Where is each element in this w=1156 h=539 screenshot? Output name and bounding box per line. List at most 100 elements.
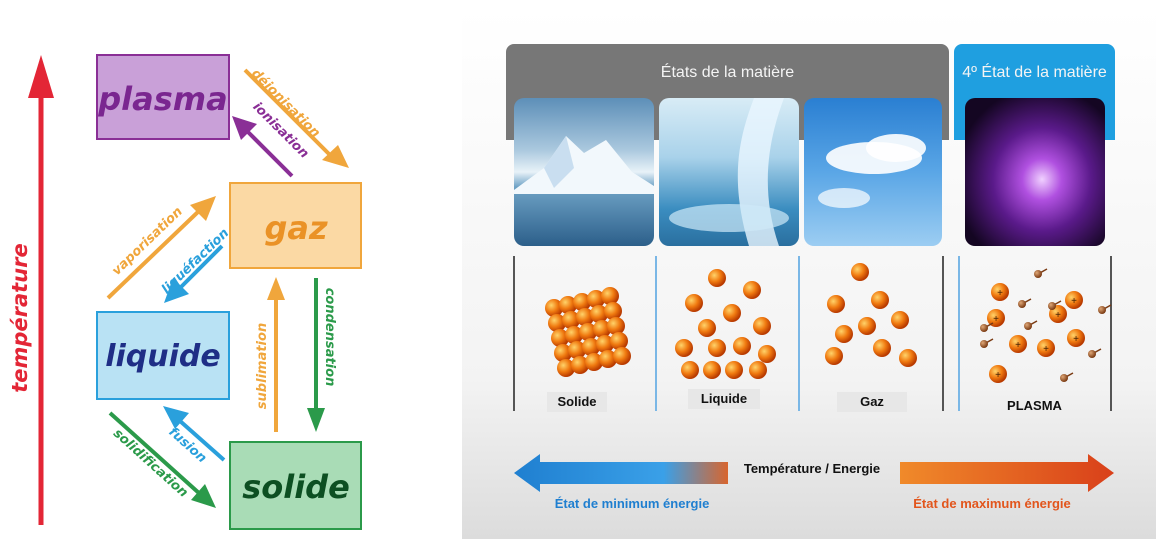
liquid-particle (749, 361, 767, 379)
plasma-ion (989, 365, 1007, 383)
arrow-vaporisation (106, 196, 216, 300)
gas-particles (825, 263, 917, 367)
plus-sign: + (995, 370, 1001, 381)
axis-label: température (8, 243, 32, 393)
solid-particle (585, 353, 603, 371)
label-sublimation: sublimation (255, 323, 270, 409)
plasma-electron (980, 340, 988, 348)
solid-particle (562, 311, 580, 329)
liquid-particle (743, 281, 761, 299)
plus-sign: + (1015, 340, 1021, 351)
gas-particle (891, 311, 909, 329)
solid-particle (573, 293, 591, 311)
plus-sign: + (993, 314, 999, 325)
plus-sign: + (1071, 296, 1077, 307)
liquid-particle (698, 319, 716, 337)
liquid-particle (703, 361, 721, 379)
plasma-ion (987, 309, 1005, 327)
separator-5 (958, 256, 960, 411)
separator-2 (655, 256, 657, 411)
solid-particle (604, 302, 622, 320)
solid-particle (559, 296, 577, 314)
plasma-electron (1048, 302, 1056, 310)
axis-arrowhead-icon (28, 55, 54, 98)
arrow-condensation (307, 278, 325, 432)
plasma-electron (1018, 300, 1026, 308)
solid-particle (576, 308, 594, 326)
label-liquide: Liquide (688, 389, 760, 409)
gas-particle (835, 325, 853, 343)
solid-particle (599, 350, 617, 368)
liquid-particle (685, 294, 703, 312)
liquid-particle (723, 304, 741, 322)
min-energy-arrow (514, 454, 728, 492)
header-plasma-title: 4º État de la matière (962, 64, 1107, 81)
plasma-ion (1067, 329, 1085, 347)
max-energy-label: État de maximum énergie (913, 496, 1071, 511)
label-fusion: fusion (165, 425, 209, 466)
state-liquide: liquide (96, 311, 230, 400)
arrow-sublimation (267, 277, 285, 432)
liquid-particle (758, 345, 776, 363)
max-energy-arrow (900, 454, 1114, 492)
solid-particle (551, 329, 569, 347)
plasma-ion (1009, 335, 1027, 353)
plasma-ion (991, 283, 1009, 301)
state-plasma-label: plasma (97, 80, 227, 118)
liquid-particle (675, 339, 693, 357)
solid-particle (579, 323, 597, 341)
plasma-electron (1034, 270, 1042, 278)
sky-clouds-image (804, 98, 942, 246)
liquid-particle (708, 269, 726, 287)
liquid-particle (753, 317, 771, 335)
plasma-electron (1088, 350, 1096, 358)
solid-particle (607, 317, 625, 335)
liquid-particle (708, 339, 726, 357)
gas-particle (825, 347, 843, 365)
solid-particle (548, 314, 566, 332)
label-gaz: Gaz (837, 392, 907, 412)
solid-particle (596, 335, 614, 353)
arrow-deionisation (243, 68, 349, 168)
liquid-particles (675, 269, 776, 379)
min-energy-label: État de minimum énergie (554, 496, 710, 511)
galaxy-image (965, 98, 1105, 246)
solid-particle (610, 332, 628, 350)
header-states-title: États de la matière (660, 64, 795, 81)
gas-particle (827, 295, 845, 313)
gas-particle (899, 349, 917, 367)
plus-sign: + (997, 288, 1003, 299)
state-solide-label: solide (242, 468, 350, 506)
plasma-electron (980, 324, 988, 332)
gas-particle (873, 339, 891, 357)
solid-particle (565, 326, 583, 344)
plasma-ion (1065, 291, 1083, 309)
plus-sign: + (1055, 310, 1061, 321)
solid-particle (613, 347, 631, 365)
liquid-particle (733, 337, 751, 355)
arrow-solidification (108, 411, 216, 508)
solid-particle (545, 299, 563, 317)
separator-3 (798, 256, 800, 411)
scale-title: Température / Energie (743, 461, 881, 476)
solid-particle (590, 305, 608, 323)
liquid-particle (725, 361, 743, 379)
solid-particles (545, 287, 631, 377)
state-plasma: plasma (96, 54, 230, 140)
label-solide: Solide (547, 392, 607, 412)
gas-particle (858, 317, 876, 335)
separator-4 (942, 256, 944, 411)
arrow-liquefaction (164, 244, 224, 303)
solid-particle (554, 344, 572, 362)
gas-particle (851, 263, 869, 281)
solid-particle (571, 356, 589, 374)
water-splash-image (659, 98, 799, 246)
solid-particle (601, 287, 619, 305)
solid-particle (593, 320, 611, 338)
state-solide: solide (229, 441, 362, 530)
states-of-matter-infographic: États de la matière 4º État de la matièr… (462, 8, 1156, 539)
label-condensation: condensation (322, 288, 337, 387)
energy-scale (514, 454, 1114, 492)
solid-particle (587, 290, 605, 308)
state-gaz-label: gaz (264, 209, 328, 247)
